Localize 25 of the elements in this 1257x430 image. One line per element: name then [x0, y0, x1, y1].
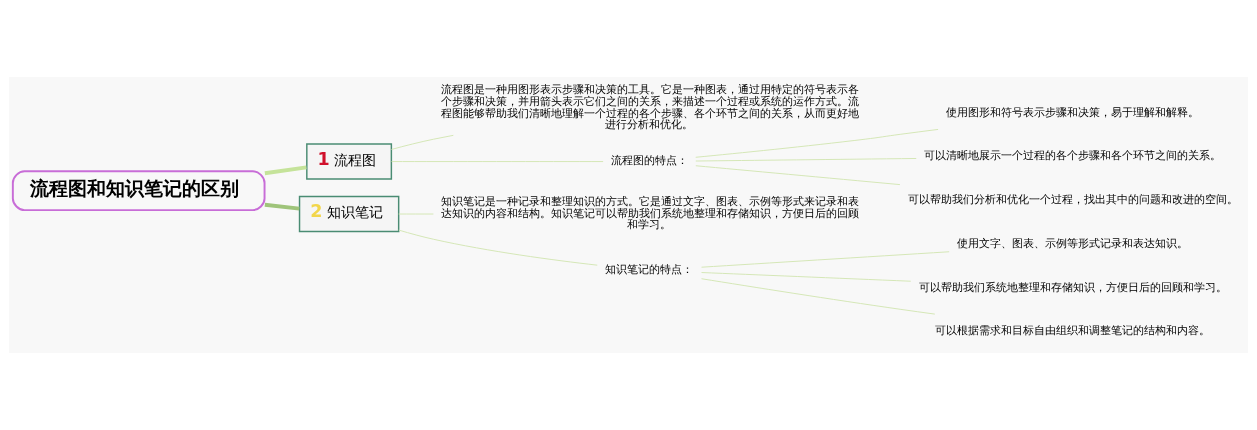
node-text: 可以根据需求和目标自由组织和调整笔记的结构和内容。: [935, 324, 1211, 338]
connector: [695, 165, 901, 186]
node-text: 可以帮助我们分析和优化一个过程，找出其中的问题和改进的空间。: [907, 193, 1238, 207]
connector: [701, 278, 936, 315]
connector: [264, 165, 307, 176]
node-box: 流程图和知识笔记的区别: [11, 170, 266, 212]
connector: [391, 161, 604, 163]
node-text: 知识笔记是一种记录和整理知识的方式。它是通过文字、图表、示例等形式来记录和表达知识的内容和结构。知识笔记可以帮助我们系统地整理和存储知识，方便日后的回顾和学习。: [441, 195, 860, 232]
connector: [701, 272, 912, 282]
connector: [695, 128, 939, 158]
node-text: 流程图的特点：: [611, 154, 689, 168]
connector: [398, 229, 598, 266]
connector: [398, 213, 434, 215]
connector: [391, 134, 454, 150]
node-text: 流程图是一种用图形表示步骤和决策的工具。它是一种图表，通过用特定的符号表示各个步骤和决策，并用箭头表示它们之间的关系，来描述一个过程或系统的运作方式。流程图能够帮助我们清晰地理解一个过程的各个步骤、各个环节之间的关系，从而更好地进行分析和优化。: [441, 83, 860, 132]
connector: [695, 158, 917, 162]
node-box: 1 流程图: [306, 143, 393, 180]
node-text: 使用文字、图表、示例等形式记录和表达知识。: [956, 236, 1188, 250]
node-text: 知识笔记的特点：: [605, 263, 694, 277]
node-text: 使用图形和符号表示步骤和决策，易于理解和解释。: [946, 105, 1200, 119]
node-text: 可以清晰地展示一个过程的各个步骤和各个环节之间的关系。: [924, 149, 1222, 163]
node-text: 可以帮助我们系统地整理和存储知识，方便日后的回顾和学习。: [918, 280, 1227, 294]
connector: [264, 202, 300, 211]
connector: [701, 251, 950, 268]
node-box: 2 知识笔记: [298, 195, 400, 233]
